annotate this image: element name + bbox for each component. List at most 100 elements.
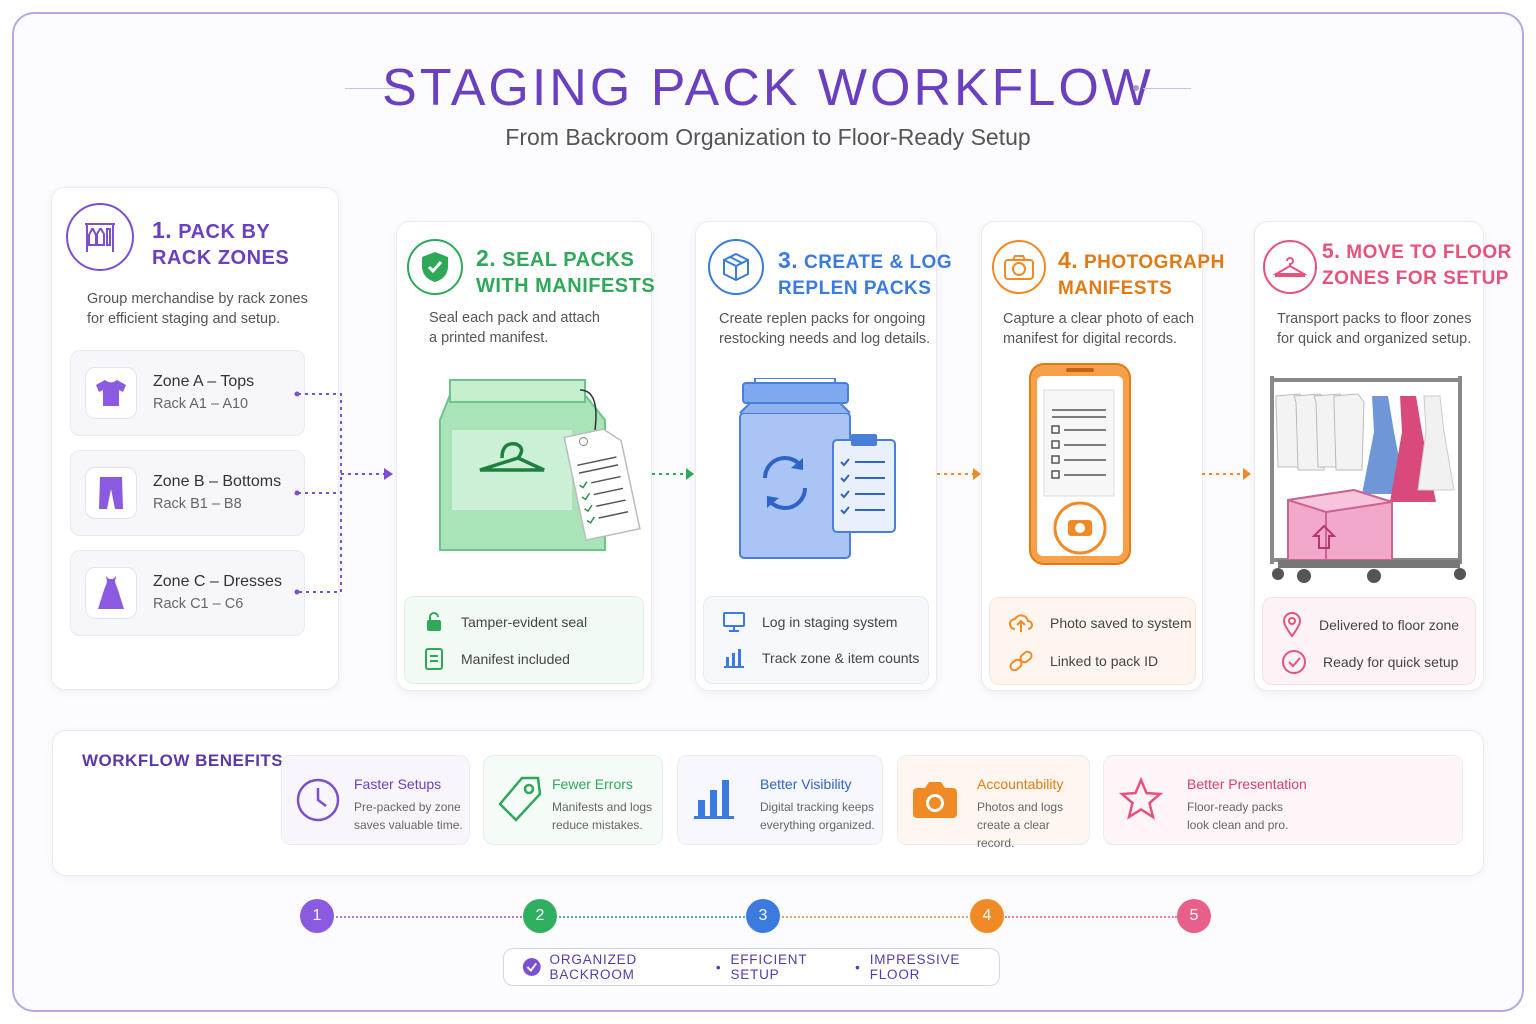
clock-icon — [296, 778, 340, 822]
cloud-upload-icon — [1009, 614, 1033, 632]
hanger-icon — [1263, 240, 1317, 294]
location-pin-icon — [1282, 612, 1302, 638]
camera-icon — [992, 240, 1046, 294]
progress-line-1-2 — [336, 916, 522, 918]
benefits-label: WORKFLOW BENEFITS — [82, 751, 284, 770]
shield-check-icon — [407, 239, 463, 295]
title-dot-right — [1133, 85, 1139, 91]
benefit-better-visibility: Better Visibility Digital tracking keeps… — [677, 755, 883, 845]
step-1-num: 1. — [152, 217, 173, 243]
feature-manifest-included-label: Manifest included — [461, 651, 570, 667]
benefit-1-desc-l1: Pre-packed by zone — [354, 800, 461, 814]
arrow-2-3 — [652, 468, 694, 480]
step-2-num: 2. — [476, 245, 497, 271]
step-3-features: Log in staging system Track zone & item … — [703, 596, 929, 684]
link-icon — [1009, 650, 1033, 672]
step-4-num: 4. — [1058, 247, 1079, 273]
benefit-better-visibility-title: Better Visibility — [760, 776, 852, 792]
feature-linked-pack: Linked to pack ID — [1008, 649, 1158, 673]
benefit-2-desc-l2: reduce mistakes. — [552, 818, 643, 832]
step-1-title-l1: PACK BY — [178, 221, 271, 243]
zone-c-item[interactable]: Zone C – Dresses Rack C1 – C6 — [70, 550, 305, 636]
benefit-3-desc-l2: everything organized. — [760, 818, 875, 832]
zone-b-item[interactable]: Zone B – Bottoms Rack B1 – B8 — [70, 450, 305, 536]
zones-connector — [294, 391, 393, 595]
feature-manifest-included: Manifest included — [423, 647, 570, 671]
feature-photo-saved-label: Photo saved to system — [1050, 615, 1192, 631]
step-4-features: Photo saved to system Linked to pack ID — [989, 597, 1196, 685]
step-5-title-l1: MOVE TO FLOOR — [1346, 242, 1512, 263]
benefit-4-desc-l1: Photos and logs — [977, 800, 1064, 814]
zone-c-name: Zone C – Dresses — [153, 573, 282, 590]
step-5-title: 5. MOVE TO FLOOR ZONES FOR SETUP — [1322, 239, 1512, 292]
feature-tamper-seal: Tamper-evident seal — [423, 611, 587, 633]
lock-icon — [427, 612, 441, 631]
step-1-desc: Group merchandise by rack zones for effi… — [87, 289, 308, 329]
dress-icon — [85, 567, 137, 619]
step-3-title: 3. CREATE & LOG REPLEN PACKS — [778, 247, 952, 302]
step-5-features: Delivered to floor zone Ready for quick … — [1262, 597, 1476, 685]
title-wrap: STAGING PACK WORKFLOW — [0, 58, 1536, 118]
benefit-better-presentation-title: Better Presentation — [1187, 776, 1307, 792]
footer-part-1: ORGANIZED BACKROOM — [549, 952, 638, 982]
zone-a-item[interactable]: Zone A – Tops Rack A1 – A10 — [70, 350, 305, 436]
footer-sep-1: • — [715, 959, 722, 975]
benefit-faster-setups-title: Faster Setups — [354, 776, 442, 792]
feature-track-counts-label: Track zone & item counts — [762, 650, 920, 666]
arrow-4-5 — [1202, 468, 1251, 480]
step-3-desc-l2: restocking needs and log details. — [719, 331, 931, 347]
box-icon — [708, 239, 764, 295]
star-icon — [1118, 776, 1164, 820]
arrow-3-4 — [937, 468, 981, 480]
zone-b-name: Zone B – Bottoms — [153, 473, 282, 490]
footer-part-2: EFFICIENT SETUP — [730, 952, 808, 982]
replen-box-illustration — [739, 378, 896, 559]
feature-ready-label: Ready for quick setup — [1323, 654, 1459, 670]
benefit-2-desc-l1: Manifests and logs — [552, 800, 653, 814]
feature-delivered-label: Delivered to floor zone — [1319, 617, 1460, 633]
zone-a-name: Zone A – Tops — [153, 373, 255, 390]
rack-cart-illustration — [1270, 376, 1466, 583]
progress-step-3[interactable]: 3 — [746, 899, 780, 933]
benefit-accountability-title: Accountability — [977, 776, 1064, 792]
feature-tamper-seal-label: Tamper-evident seal — [461, 614, 588, 630]
benefit-faster-setups: Faster Setups Pre-packed by zone saves va… — [281, 755, 470, 845]
step-2-desc-l2: a printed manifest. — [429, 330, 549, 346]
benefit-5-desc-l2: look clean and pro. — [1187, 818, 1289, 832]
step-4-title-l2: MANIFESTS — [1058, 278, 1173, 299]
monitor-icon — [723, 612, 745, 632]
progress-line-4-5 — [1005, 916, 1177, 918]
clothing-rack-icon — [66, 203, 134, 271]
step-4-desc-l2: manifest for digital records. — [1003, 331, 1178, 347]
feature-track-counts: Track zone & item counts — [722, 647, 919, 669]
step-3-desc-l1: Create replen packs for ongoing — [719, 311, 926, 327]
benefit-fewer-errors-desc: Manifests and logs reduce mistakes. — [552, 798, 652, 834]
step-4-desc: Capture a clear photo of each manifest f… — [1003, 309, 1194, 349]
title-dot-left — [402, 85, 408, 91]
step-3-desc: Create replen packs for ongoing restocki… — [719, 309, 930, 349]
progress-step-2[interactable]: 2 — [523, 899, 557, 933]
phone-manifest-illustration — [1029, 363, 1131, 565]
step-2-title-l1: SEAL PACKS — [502, 249, 635, 271]
zone-b-rack: Rack B1 – B8 — [153, 496, 242, 512]
step-1-desc-l2: for efficient staging and setup. — [87, 311, 281, 327]
tag-icon — [498, 776, 542, 822]
benefit-1-desc-l2: saves valuable time. — [354, 818, 463, 832]
check-circle-icon — [1282, 650, 1306, 674]
progress-step-5[interactable]: 5 — [1177, 899, 1211, 933]
footer-tagline: ORGANIZED BACKROOM • EFFICIENT SETUP • I… — [503, 948, 1000, 986]
progress-step-1[interactable]: 1 — [300, 899, 334, 933]
step-2-title-l2: WITH MANIFESTS — [476, 275, 656, 297]
feature-log-system: Log in staging system — [722, 611, 897, 633]
benefit-faster-setups-desc: Pre-packed by zone saves valuable time. — [354, 798, 463, 834]
title-rule-left — [345, 88, 397, 89]
progress-step-4[interactable]: 4 — [970, 899, 1004, 933]
feature-photo-saved: Photo saved to system — [1008, 612, 1192, 634]
pants-icon — [85, 467, 137, 519]
sealed-bag-illustration — [439, 379, 641, 551]
step-2-features: Tamper-evident seal Manifest included — [404, 596, 644, 684]
step-1-desc-l1: Group merchandise by rack zones — [87, 291, 308, 307]
step-5-desc-l2: for quick and organized setup. — [1277, 331, 1472, 347]
